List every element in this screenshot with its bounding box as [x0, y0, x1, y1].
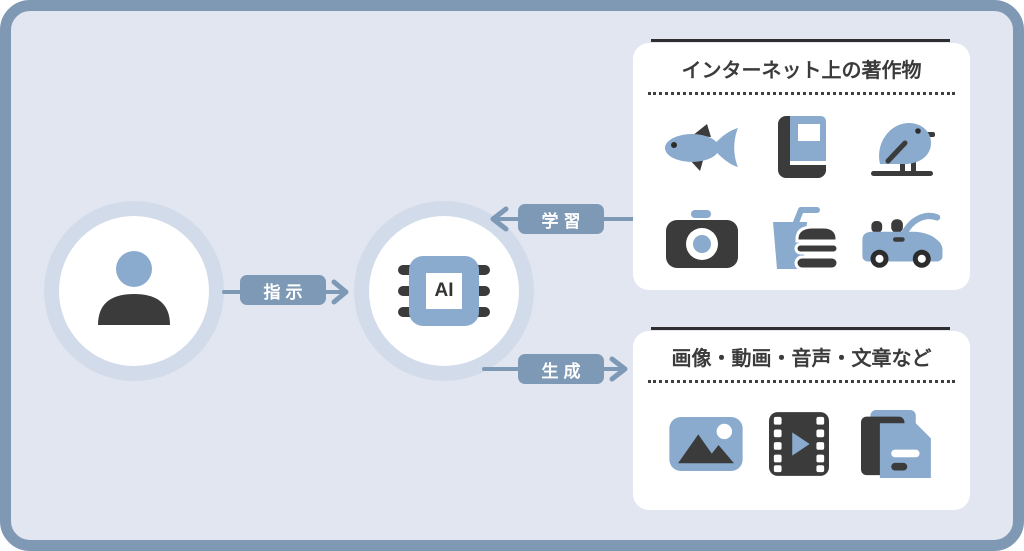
camera-icon	[665, 210, 738, 268]
generated-outputs-icons	[633, 383, 970, 505]
instruction-label: 指示	[263, 282, 308, 302]
dotted-divider	[648, 92, 955, 95]
generated-outputs-card: 画像・動画・音声・文章など	[633, 327, 970, 510]
picture-icon	[668, 417, 743, 471]
learning-label: 学習	[541, 211, 586, 231]
ai-circle: AI	[354, 201, 534, 381]
fish-icon	[664, 124, 738, 171]
book-icon	[777, 116, 826, 178]
ai-chip-label: AI	[426, 273, 462, 309]
generated-outputs-title: 画像・動画・音声・文章など	[671, 348, 932, 370]
user-icon	[98, 251, 170, 325]
learning-badge: 学習	[518, 204, 604, 234]
instruction-badge: 指示	[240, 275, 326, 305]
dotted-divider	[648, 380, 955, 383]
training-sources-icons	[633, 101, 970, 285]
car-icon	[861, 212, 942, 268]
documents-icon	[860, 410, 931, 478]
user-circle	[44, 201, 224, 381]
training-sources-card: インターネット上の著作物	[633, 39, 970, 290]
training-sources-title: インターネット上の著作物	[681, 60, 922, 82]
fast-food-icon	[772, 207, 839, 271]
ai-chip-icon: AI	[398, 256, 490, 326]
film-icon	[768, 412, 829, 476]
generation-label: 生成	[541, 361, 586, 381]
generation-badge: 生成	[518, 354, 604, 384]
bird-icon	[870, 123, 935, 176]
